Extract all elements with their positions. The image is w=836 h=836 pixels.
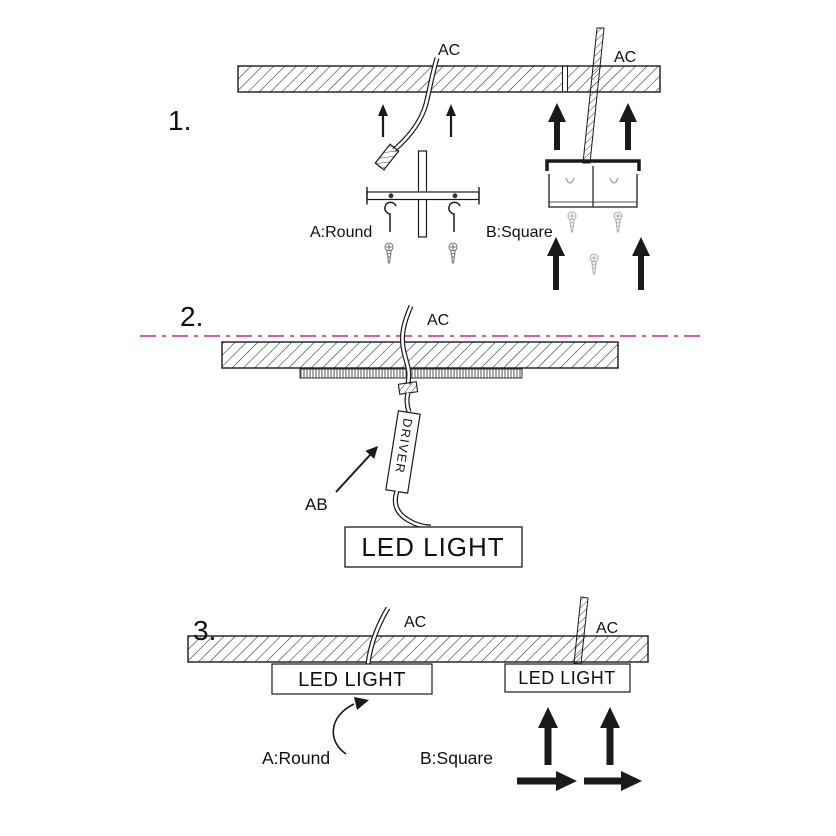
led-light-label-step2: LED LIGHT <box>361 532 504 562</box>
arrow-up-thick-bottom-right <box>632 237 650 290</box>
ac-label-step1-square: AC <box>614 49 636 66</box>
ac-label-step3-square: AC <box>596 620 618 637</box>
ac-label-step3-round: AC <box>404 614 426 631</box>
led-light-box-step2: LED LIGHT <box>344 526 523 568</box>
spring-hooks-round <box>384 201 461 232</box>
arrow-right-thick-step3-right <box>584 771 642 791</box>
spring-clip-right <box>609 177 619 184</box>
arrow-up-thick-top-right <box>619 103 637 150</box>
round-mount-bracket <box>366 150 480 238</box>
plug-step1 <box>374 143 400 171</box>
led-light-box-step3-round: LED LIGHT <box>271 663 433 695</box>
ceiling-step3 <box>187 635 649 663</box>
arrow-right-thick-step3-left <box>517 771 577 791</box>
step3-section: 3. AC LED LIGHT AC LED LIGHT A:Roun <box>187 596 649 791</box>
square-variant-label-step3: B:Square <box>420 748 493 768</box>
step2-number: 2. <box>180 301 203 332</box>
power-cable-step3-round <box>365 606 391 665</box>
step2-section: 2. AC DRIVER <box>140 301 700 568</box>
power-cable-step2-mid <box>404 392 412 413</box>
screw-square-left <box>567 211 577 233</box>
spring-clip-left <box>565 177 575 184</box>
arrow-up-thin-left <box>378 104 388 137</box>
arrow-up-thick-step3-right <box>600 707 620 765</box>
power-cable-step2-upper <box>399 304 414 385</box>
ab-arrow <box>335 446 378 493</box>
step1-section: 1. AC <box>168 27 661 290</box>
ceiling-step1 <box>237 65 661 93</box>
arrow-up-thick-step3-left <box>538 707 558 765</box>
curved-arrow-round <box>332 697 369 755</box>
arrow-up-thin-right <box>446 104 456 137</box>
ceiling-seam <box>562 67 568 91</box>
ab-label: AB <box>305 495 328 514</box>
power-cable-step1-round <box>392 57 440 152</box>
screw-square-right <box>613 211 623 233</box>
ceiling-step2 <box>221 341 619 369</box>
screw-round-right <box>448 242 458 264</box>
cable-clamp-step2 <box>397 381 419 395</box>
ac-label-step2: AC <box>427 312 449 329</box>
power-cable-step2-lower <box>392 490 432 530</box>
round-variant-label-step1: A:Round <box>310 224 372 241</box>
led-light-label-step3-square: LED LIGHT <box>518 668 616 688</box>
square-variant-label-step1: B:Square <box>486 224 553 241</box>
ac-label-step1-round: AC <box>438 42 460 59</box>
led-light-box-step3-square: LED LIGHT <box>504 663 631 693</box>
driver-box: DRIVER <box>385 410 421 494</box>
round-variant-label-step3: A:Round <box>262 748 330 768</box>
square-mount-bracket <box>545 159 641 208</box>
power-cable-step1-square <box>582 27 605 164</box>
step1-number: 1. <box>168 105 191 136</box>
arrow-up-thick-bottom-left <box>547 237 565 290</box>
arrow-up-thick-top-left <box>548 103 566 150</box>
screw-square-center <box>589 253 599 275</box>
led-light-label-step3-round: LED LIGHT <box>298 669 406 691</box>
screw-round-left <box>384 242 394 264</box>
